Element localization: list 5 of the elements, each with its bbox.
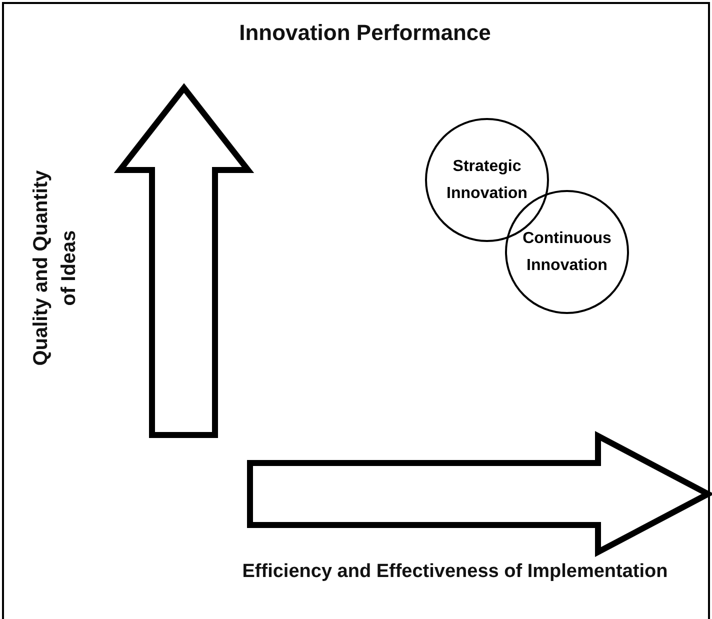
title: Innovation Performance [238,20,492,46]
node-label: Strategic Innovation [446,156,528,204]
axis-label: Efficiency and Effectiveness of Implementation [241,560,669,584]
axis-label: Quality and Quantity of Ideas [29,169,81,368]
node-label: Continuous Innovation [522,228,612,276]
